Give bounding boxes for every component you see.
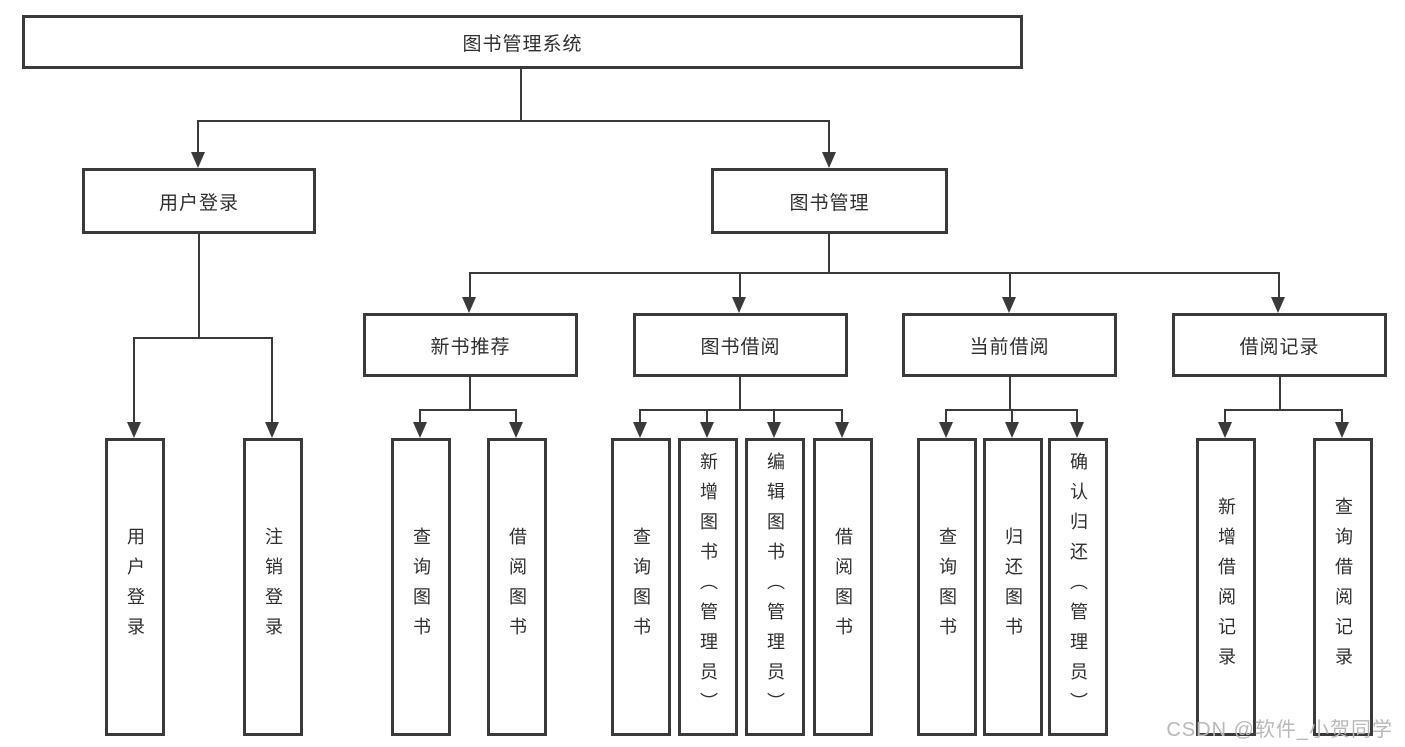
connector-line: [1341, 409, 1343, 423]
arrow-down-icon: [191, 152, 205, 168]
leaf-label: 查询借阅记录: [1333, 497, 1353, 677]
connector-line: [469, 377, 471, 410]
arrow-down-icon: [822, 152, 836, 168]
connector-line: [1011, 409, 1013, 423]
connector-line: [706, 409, 708, 423]
leaf-confirm-return-admin: 确认归还（管理员）: [1048, 438, 1108, 736]
connector-line: [841, 409, 843, 423]
leaf-label: 借阅图书: [833, 527, 853, 647]
connector-line: [420, 409, 517, 411]
leaf-borrow-books: 借阅图书: [487, 438, 547, 736]
arrow-down-icon: [1335, 422, 1349, 438]
arrow-down-icon: [1002, 297, 1016, 313]
arrow-down-icon: [732, 297, 746, 313]
leaf-add-borrow-record: 新增借阅记录: [1196, 438, 1256, 736]
leaf-label: 查询图书: [411, 527, 431, 647]
arrow-down-icon: [413, 422, 427, 438]
leaf-add-books-admin: 新增图书（管理员）: [678, 438, 738, 736]
arrow-down-icon: [1271, 297, 1285, 313]
arrow-down-icon: [835, 422, 849, 438]
arrow-down-icon: [127, 422, 141, 438]
leaf-query-books: 查询图书: [611, 438, 671, 736]
connector-line: [739, 272, 741, 298]
connector-line: [133, 337, 135, 423]
connector-line: [470, 272, 1280, 274]
leaf-return-books: 归还图书: [983, 438, 1043, 736]
node-user-login: 用户登录: [82, 168, 316, 234]
connector-line: [945, 409, 947, 423]
arrow-down-icon: [767, 422, 781, 438]
connector-line: [1076, 409, 1078, 423]
arrow-down-icon: [633, 422, 647, 438]
node-current-borrowing: 当前借阅: [902, 313, 1117, 377]
leaf-label: 查询图书: [631, 527, 651, 647]
arrow-down-icon: [462, 297, 476, 313]
node-book-management: 图书管理: [711, 168, 948, 234]
leaf-label: 查询图书: [937, 527, 957, 647]
connector-line: [739, 377, 741, 410]
connector-line: [828, 234, 830, 273]
csdn-watermark: CSDN @软件_小贺同学: [1166, 719, 1393, 741]
leaf-user-login: 用户登录: [105, 438, 165, 736]
connector-line: [520, 69, 522, 121]
leaf-label: 归还图书: [1003, 527, 1023, 647]
connector-line: [469, 272, 471, 298]
connector-line: [198, 234, 200, 338]
arrow-down-icon: [509, 422, 523, 438]
leaf-label: 用户登录: [125, 527, 145, 647]
leaf-label: 新增借阅记录: [1216, 497, 1236, 677]
connector-line: [197, 120, 199, 156]
leaf-label: 借阅图书: [507, 527, 527, 647]
leaf-label: 编辑图书（管理员）: [765, 452, 785, 722]
connector-line: [639, 409, 641, 423]
connector-line: [1225, 409, 1343, 411]
connector-line: [1224, 409, 1226, 423]
node-borrow-records: 借阅记录: [1172, 313, 1387, 377]
leaf-label: 新增图书（管理员）: [698, 452, 718, 722]
node-library-system: 图书管理系统: [22, 15, 1023, 69]
leaf-logout: 注销登录: [243, 438, 303, 736]
arrow-down-icon: [1005, 422, 1019, 438]
node-new-book-recommend: 新书推荐: [363, 313, 578, 377]
leaf-query-books: 查询图书: [917, 438, 977, 736]
arrow-down-icon: [700, 422, 714, 438]
connector-line: [640, 409, 842, 411]
connector-line: [1279, 377, 1281, 410]
connector-line: [1278, 272, 1280, 298]
leaf-query-books: 查询图书: [391, 438, 451, 736]
connector-line: [1009, 272, 1011, 298]
connector-line: [271, 337, 273, 423]
connector-line: [419, 409, 421, 423]
connector-line: [773, 409, 775, 423]
arrow-down-icon: [1218, 422, 1232, 438]
leaf-label: 确认归还（管理员）: [1068, 452, 1088, 722]
connector-line: [1009, 377, 1011, 410]
connector-line: [515, 409, 517, 423]
connector-line: [828, 120, 830, 156]
node-book-borrowing: 图书借阅: [633, 313, 848, 377]
arrow-down-icon: [265, 422, 279, 438]
connector-line: [134, 337, 273, 339]
leaf-query-borrow-record: 查询借阅记录: [1313, 438, 1373, 736]
arrow-down-icon: [939, 422, 953, 438]
leaf-edit-books-admin: 编辑图书（管理员）: [745, 438, 805, 736]
leaf-label: 注销登录: [263, 527, 283, 647]
arrow-down-icon: [1070, 422, 1084, 438]
leaf-borrow-books: 借阅图书: [813, 438, 873, 736]
connector-line: [198, 120, 830, 122]
